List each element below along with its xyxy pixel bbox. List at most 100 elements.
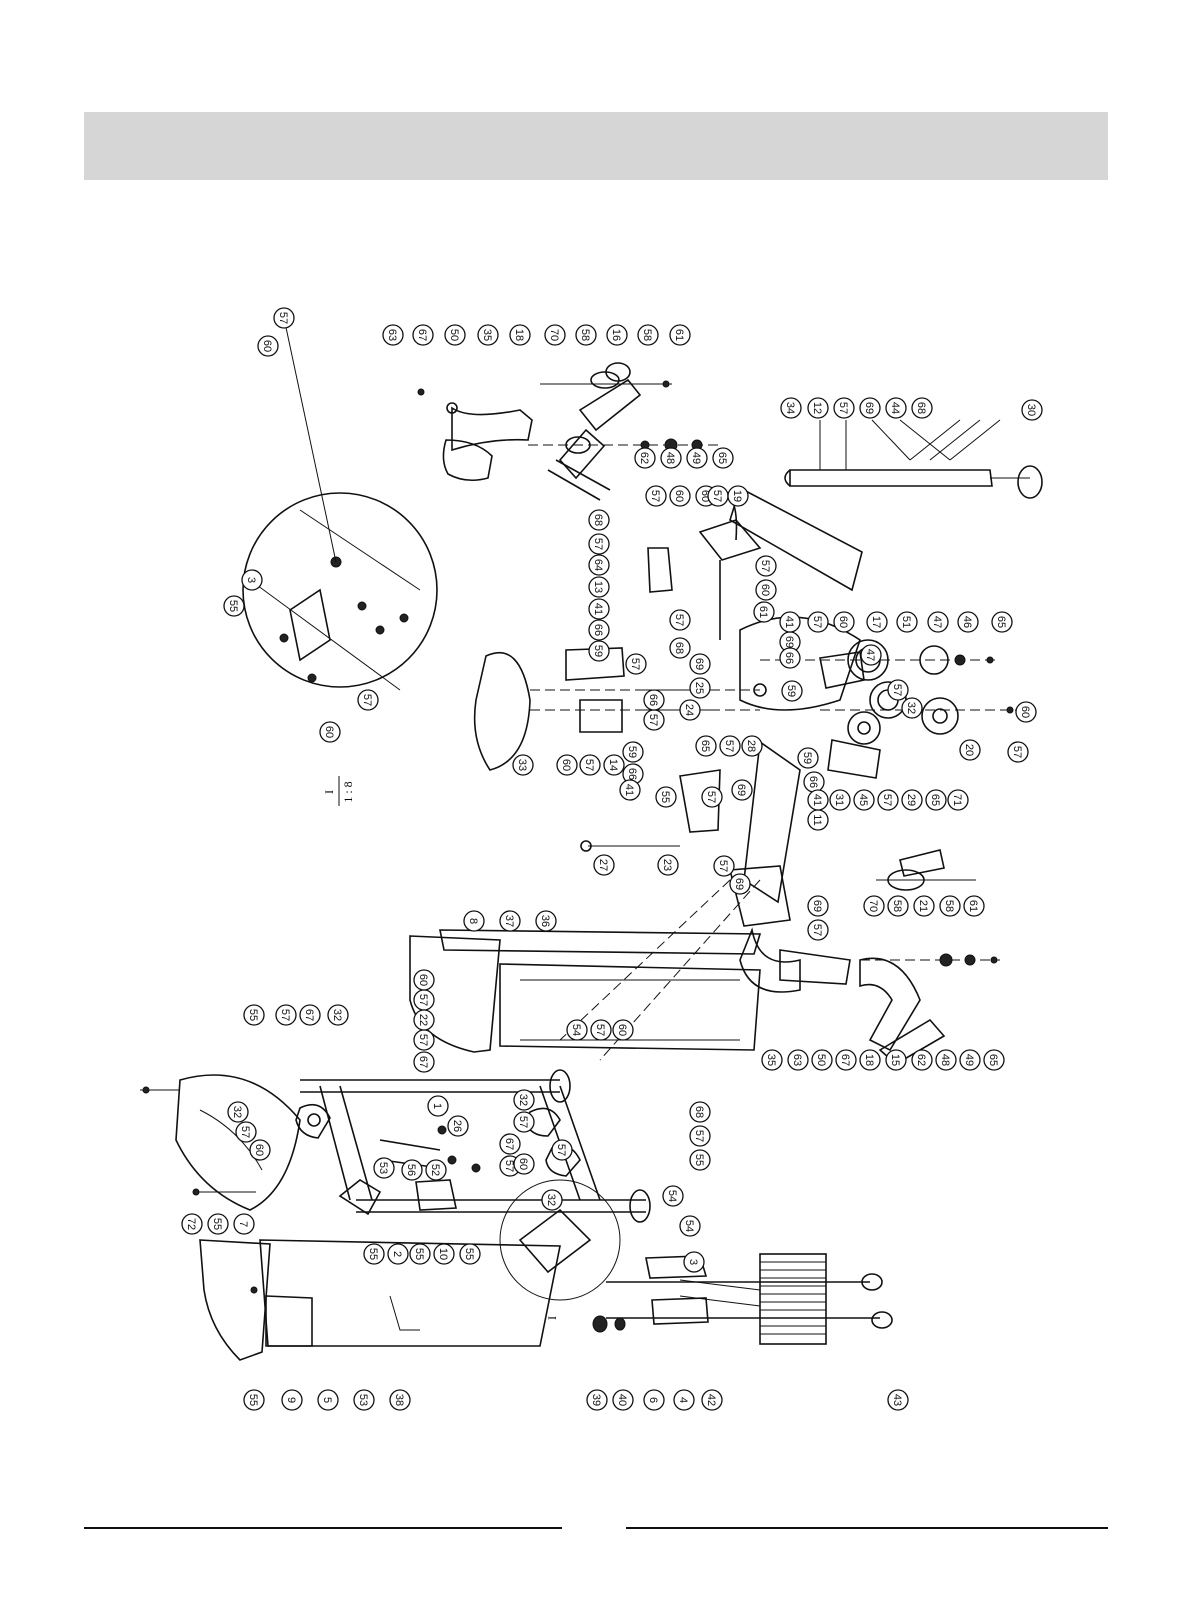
part-callout: 22	[413, 1009, 435, 1031]
callout-number: 38	[393, 1394, 405, 1406]
callout-number: 54	[570, 1024, 582, 1036]
callout-circle	[382, 324, 404, 346]
callout-circle	[859, 1049, 881, 1071]
callout-circle	[679, 699, 701, 721]
part-callout: 26	[447, 1115, 469, 1137]
callout-number: 33	[516, 759, 528, 771]
callout-number: 59	[785, 685, 797, 697]
callout-circle	[662, 1185, 684, 1207]
shroud-panels	[409, 929, 762, 1053]
callout-circle	[1015, 701, 1037, 723]
part-callout: 2	[387, 1243, 409, 1265]
callout-number: 60	[837, 616, 849, 628]
callout-number: 57	[881, 794, 893, 806]
callout-number: 66	[626, 768, 638, 780]
callout-number: 13	[592, 581, 604, 593]
callout-circle	[669, 485, 691, 507]
part-callout: 64	[588, 554, 610, 576]
part-callout: 60	[249, 1139, 271, 1161]
callout-circle	[755, 555, 777, 577]
callout-circle	[787, 1049, 809, 1071]
callout-number: 32	[905, 702, 917, 714]
callout-number: 24	[683, 704, 695, 716]
callout-number: 65	[929, 794, 941, 806]
callout-number: 60	[253, 1144, 265, 1156]
callout-circle	[593, 854, 615, 876]
part-callout: 57	[413, 1029, 435, 1051]
callout-circle	[877, 789, 899, 811]
callout-number: 31	[833, 794, 845, 806]
part-callout: 19	[727, 485, 749, 507]
part-callout: 32	[227, 1101, 249, 1123]
callout-number: 59	[592, 645, 604, 657]
part-callout: 57	[357, 689, 379, 711]
callout-circle	[634, 447, 656, 469]
callout-number: 69	[735, 784, 747, 796]
callout-number: 44	[889, 402, 901, 414]
part-callout: 40	[612, 1389, 634, 1411]
callout-circle	[807, 789, 829, 811]
callout-number: 3	[245, 577, 257, 583]
callout-number: 55	[367, 1248, 379, 1260]
callout-number: 18	[863, 1054, 875, 1066]
callout-number: 57	[555, 1144, 567, 1156]
callout-number: 70	[548, 329, 560, 341]
callout-number: 68	[693, 1106, 705, 1118]
callout-number: 69	[693, 658, 705, 670]
part-callout: 57	[689, 1125, 711, 1147]
callout-number: 32	[331, 1009, 343, 1021]
callout-number: 57	[417, 1034, 429, 1046]
callout-number: 39	[590, 1394, 602, 1406]
callout-number: 57	[279, 1009, 291, 1021]
callout-circle	[959, 1049, 981, 1071]
callout-circle	[412, 324, 434, 346]
callout-circle	[689, 1125, 711, 1147]
part-callout: 57	[887, 679, 909, 701]
part-callout: 32	[541, 1189, 563, 1211]
part-callout: 67	[835, 1049, 857, 1071]
callout-circle	[727, 485, 749, 507]
callout-circle	[588, 533, 610, 555]
part-callout: 33	[512, 754, 534, 776]
callout-number: 57	[417, 994, 429, 1006]
callout-number: 32	[517, 1094, 529, 1106]
callout-circle	[499, 910, 521, 932]
part-callout: 35	[477, 324, 499, 346]
callout-number: 12	[811, 402, 823, 414]
callout-number: 41	[811, 794, 823, 806]
part-callout: 66	[803, 771, 825, 793]
callout-circle	[807, 895, 829, 917]
part-callout: 57	[275, 1004, 297, 1026]
part-callout: 66	[588, 619, 610, 641]
part-callout: 57	[643, 709, 665, 731]
part-callout: 57	[413, 989, 435, 1011]
weight-stack-assembly	[592, 1253, 893, 1345]
callout-number: 66	[807, 776, 819, 788]
callout-circle	[927, 611, 949, 633]
callout-circle	[249, 1139, 271, 1161]
part-callout: 57	[713, 855, 735, 877]
callout-number: 57	[811, 616, 823, 628]
callout-number: 57	[517, 1116, 529, 1128]
part-callout: 60	[513, 1153, 535, 1175]
callout-number: 27	[597, 859, 609, 871]
part-callout: 42	[701, 1389, 723, 1411]
callout-number: 61	[967, 900, 979, 912]
part-callout: 1	[427, 1095, 449, 1117]
part-callout: 46	[957, 611, 979, 633]
callout-number: 63	[386, 329, 398, 341]
part-callout: 62	[911, 1049, 933, 1071]
callout-circle	[689, 677, 711, 699]
callout-circle	[459, 1243, 481, 1265]
callout-circle	[413, 1029, 435, 1051]
part-callout: 55	[243, 1004, 265, 1026]
detail-i-callout: I	[499, 1179, 621, 1320]
callout-number: 60	[417, 974, 429, 986]
part-callout: 12	[807, 397, 829, 419]
part-callout: 69	[729, 873, 751, 895]
callout-circle	[317, 1389, 339, 1411]
callout-number: 55	[659, 791, 671, 803]
leg-arm-top-assembly	[417, 362, 720, 501]
callout-circle	[637, 324, 659, 346]
callout-number: 55	[227, 600, 239, 612]
